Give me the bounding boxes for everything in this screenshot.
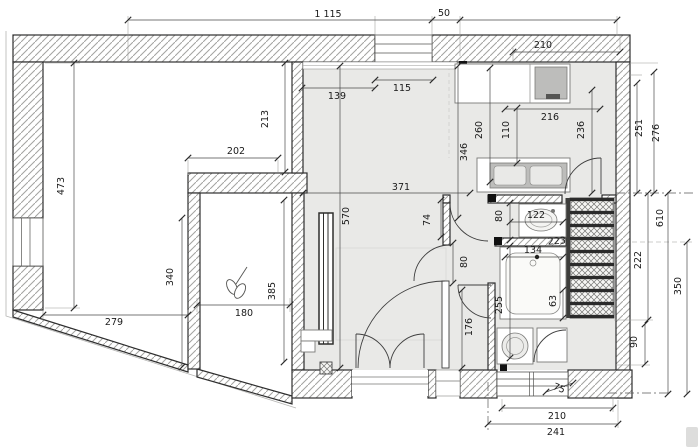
dim-label-122: 122	[527, 210, 545, 221]
dim-label-176: 176	[464, 318, 475, 336]
staircase-icon	[565, 197, 615, 319]
dimension-lines	[39, 16, 691, 428]
dim-label-213: 213	[260, 110, 271, 128]
double-door-icon	[355, 333, 425, 369]
entry-opening	[435, 369, 461, 397]
dim-label-260: 260	[474, 121, 485, 139]
dim-label-74: 74	[422, 214, 433, 226]
dim-label-610: 610	[655, 209, 666, 227]
dim-label-251: 251	[634, 119, 645, 137]
dim-label-80-bath1: 80	[494, 210, 505, 222]
site-boundary-line	[5, 31, 297, 409]
dim-label-241: 241	[547, 427, 565, 438]
dim-label-115: 115	[393, 83, 411, 94]
bath1-door-icon	[449, 202, 489, 242]
dim-label-340: 340	[165, 268, 176, 286]
dim-label-279: 279	[105, 317, 123, 328]
dimension-labels: 1 115 50 210 139 115 213 202 473 279 340…	[56, 8, 684, 438]
kitchen-sink-icon	[476, 157, 571, 193]
dim-point-marker	[534, 254, 540, 260]
entrance-door-icon	[357, 280, 450, 369]
dim-label-180: 180	[235, 308, 253, 319]
dim-label-75: 75	[551, 381, 566, 396]
dim-label-216: 216	[541, 112, 559, 123]
dim-label-223: 223	[547, 235, 566, 247]
left-window-icon	[12, 217, 44, 267]
hall-door-icon	[413, 244, 451, 282]
stairs-door-icon	[564, 157, 602, 195]
shower-icon	[536, 327, 568, 363]
doors	[355, 157, 602, 369]
dim-label-210-bottom: 210	[548, 411, 566, 422]
dim-label-371: 371	[392, 182, 410, 193]
dim-label-110: 110	[501, 121, 512, 139]
ceiling-fan-icon	[226, 266, 248, 299]
dim-label-236: 236	[576, 121, 587, 139]
watermark	[686, 427, 698, 447]
windows	[12, 34, 569, 397]
dim-label-202: 202	[227, 146, 245, 157]
dim-label-80-hall: 80	[459, 256, 470, 268]
window-sill-band	[302, 61, 458, 70]
shower-door-icon	[533, 329, 567, 363]
bottom-window-icon	[496, 371, 569, 397]
dim-label-kitchen-210: 210	[534, 40, 552, 51]
radiator-icon	[318, 212, 334, 345]
dim-label-276: 276	[651, 124, 662, 142]
dim-label-385: 385	[267, 282, 278, 300]
dim-label-top-50: 50	[438, 8, 450, 19]
washbasin-icon	[518, 203, 567, 238]
dim-label-222: 222	[633, 251, 644, 269]
dim-label-63: 63	[548, 295, 559, 307]
washing-machine-icon	[496, 327, 534, 365]
double-door-opening	[352, 370, 428, 396]
cabinet-icons	[300, 329, 333, 353]
dim-label-total-width: 1 115	[314, 9, 341, 20]
bath2-door-icon	[457, 284, 492, 319]
extension-lines	[42, 16, 692, 428]
dim-label-134: 134	[524, 245, 542, 256]
dim-label-255: 255	[494, 296, 505, 314]
kitchen-stove-icon	[534, 66, 568, 100]
dim-label-473: 473	[56, 177, 67, 195]
dim-label-570: 570	[341, 207, 352, 225]
column-icon	[319, 361, 333, 375]
kitchen-counter	[454, 63, 571, 104]
fixtures	[226, 63, 571, 365]
dim-label-90: 90	[629, 336, 640, 348]
dim-label-139: 139	[328, 91, 346, 102]
bathtub-icon	[499, 246, 567, 320]
dim-label-346: 346	[459, 143, 470, 161]
dim-label-350: 350	[673, 277, 684, 295]
top-window-icon	[374, 34, 433, 63]
